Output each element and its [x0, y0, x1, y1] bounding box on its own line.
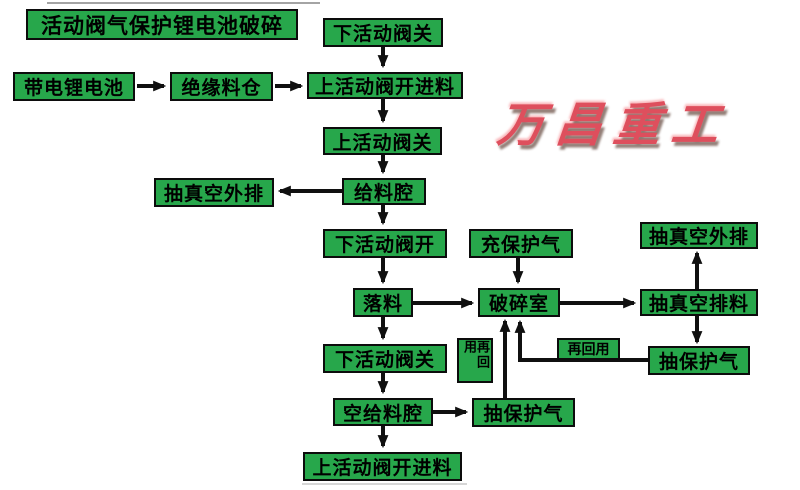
node-lower-valve-open-label: 下活动阀开 — [334, 234, 435, 256]
node-crushing-chamber: 破碎室 — [478, 288, 560, 317]
node-upper-valve-open-feed-top-label: 上活动阀开进料 — [314, 76, 455, 98]
node-lower-valve-close-top: 下活动阀关 — [323, 18, 443, 47]
node-extract-gas-bottom-label: 抽保护气 — [483, 403, 564, 425]
node-battery-label: 带电锂电池 — [23, 77, 124, 99]
node-upper-valve-open-feed-bottom: 上活动阀开进料 — [303, 452, 462, 481]
node-lower-valve-open: 下活动阀开 — [323, 229, 447, 258]
node-lower-valve-close-bottom: 下活动阀关 — [323, 344, 447, 373]
node-upper-valve-open-feed-bottom-label: 上活动阀开进料 — [312, 457, 453, 479]
node-extract-gas-right: 抽保护气 — [648, 346, 750, 375]
node-battery: 带电锂电池 — [13, 72, 135, 101]
scan-artifact-line-top — [47, 2, 320, 4]
node-feed-chamber: 给料腔 — [342, 178, 426, 205]
node-lower-valve-close-bottom-label: 下活动阀关 — [334, 349, 435, 371]
label-reuse-right: 再回用 — [557, 338, 620, 360]
node-upper-valve-close: 上活动阀关 — [323, 127, 442, 155]
node-vacuum-discharge-label: 抽真空排料 — [648, 293, 749, 315]
node-drop-material: 落料 — [353, 288, 413, 317]
node-upper-valve-open-feed-top: 上活动阀开进料 — [307, 72, 463, 99]
label-reuse-center-text: 再回用 — [461, 340, 489, 370]
node-fill-protective-gas-label: 充保护气 — [480, 234, 561, 256]
node-empty-feed-chamber-label: 空给料腔 — [342, 402, 423, 425]
node-vacuum-discharge: 抽真空排料 — [640, 289, 758, 316]
node-extract-gas-right-label: 抽保护气 — [658, 351, 739, 373]
node-title-label: 活动阀气保护锂电池破碎 — [41, 13, 283, 38]
node-insulation-bin: 绝缘料仓 — [170, 72, 273, 101]
watermark-text: 万昌重工 — [494, 98, 733, 153]
node-upper-valve-close-label: 上活动阀关 — [332, 131, 433, 154]
node-lower-valve-close-top-label: 下活动阀关 — [332, 23, 433, 45]
node-title: 活动阀气保护锂电池破碎 — [26, 9, 298, 40]
node-insulation-bin-label: 绝缘料仓 — [181, 77, 262, 99]
node-crushing-chamber-label: 破碎室 — [488, 293, 549, 315]
node-feed-chamber-label: 给料腔 — [353, 182, 414, 204]
arrow-extract-right-to-crush — [514, 319, 648, 362]
node-fill-protective-gas: 充保护气 — [469, 229, 573, 258]
node-vacuum-exhaust-right-label: 抽真空外排 — [648, 226, 749, 248]
node-extract-gas-bottom: 抽保护气 — [472, 398, 575, 427]
node-vacuum-exhaust-left: 抽真空外排 — [154, 178, 274, 207]
node-vacuum-exhaust-left-label: 抽真空外排 — [163, 183, 264, 205]
label-reuse-right-text: 再回用 — [567, 342, 610, 358]
label-reuse-center: 再回用 — [457, 338, 493, 383]
scan-artifact-line-bottom — [302, 483, 467, 485]
node-vacuum-exhaust-right: 抽真空外排 — [640, 222, 758, 249]
node-empty-feed-chamber: 空给料腔 — [333, 398, 433, 426]
node-drop-material-label: 落料 — [362, 293, 403, 315]
